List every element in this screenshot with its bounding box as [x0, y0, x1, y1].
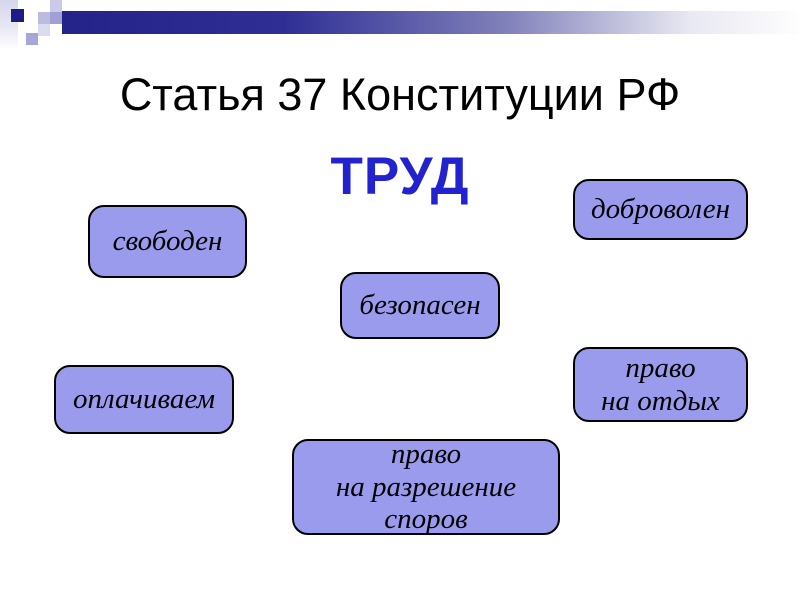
pixel-square	[50, 0, 62, 12]
pixel-square	[26, 33, 38, 45]
slide-title: Статья 37 Конституции РФ	[119, 69, 681, 120]
pixel-square-dark	[11, 9, 24, 22]
pixel-square	[50, 12, 62, 24]
attribute-box-label: оплачиваем	[73, 383, 215, 416]
pixel-square	[38, 12, 50, 24]
attribute-box-oplachivaem: оплачиваем	[54, 365, 234, 434]
pixel-square	[38, 24, 50, 36]
attribute-box-bezopasen: безопасен	[340, 272, 500, 339]
attribute-box-dobrovolen: доброволен	[573, 179, 748, 240]
attribute-box-label: безопасен	[359, 289, 481, 322]
attribute-box-label: доброволен	[591, 193, 730, 226]
attribute-box-label: свободен	[112, 225, 223, 258]
attribute-box-label: право на отдых	[601, 352, 720, 417]
attribute-box-pravo-na-otdyh: право на отдых	[573, 347, 748, 422]
keyword-trud: ТРУД	[330, 147, 470, 206]
attribute-box-pravo-na-razreshenie-sporov: право на разрешение споров	[292, 438, 560, 536]
attribute-box-svoboden: свободен	[88, 205, 247, 278]
header-gradient-bar	[62, 11, 800, 34]
left-gradient-strip	[0, 0, 18, 50]
attribute-box-label: право на разрешение споров	[335, 438, 517, 536]
